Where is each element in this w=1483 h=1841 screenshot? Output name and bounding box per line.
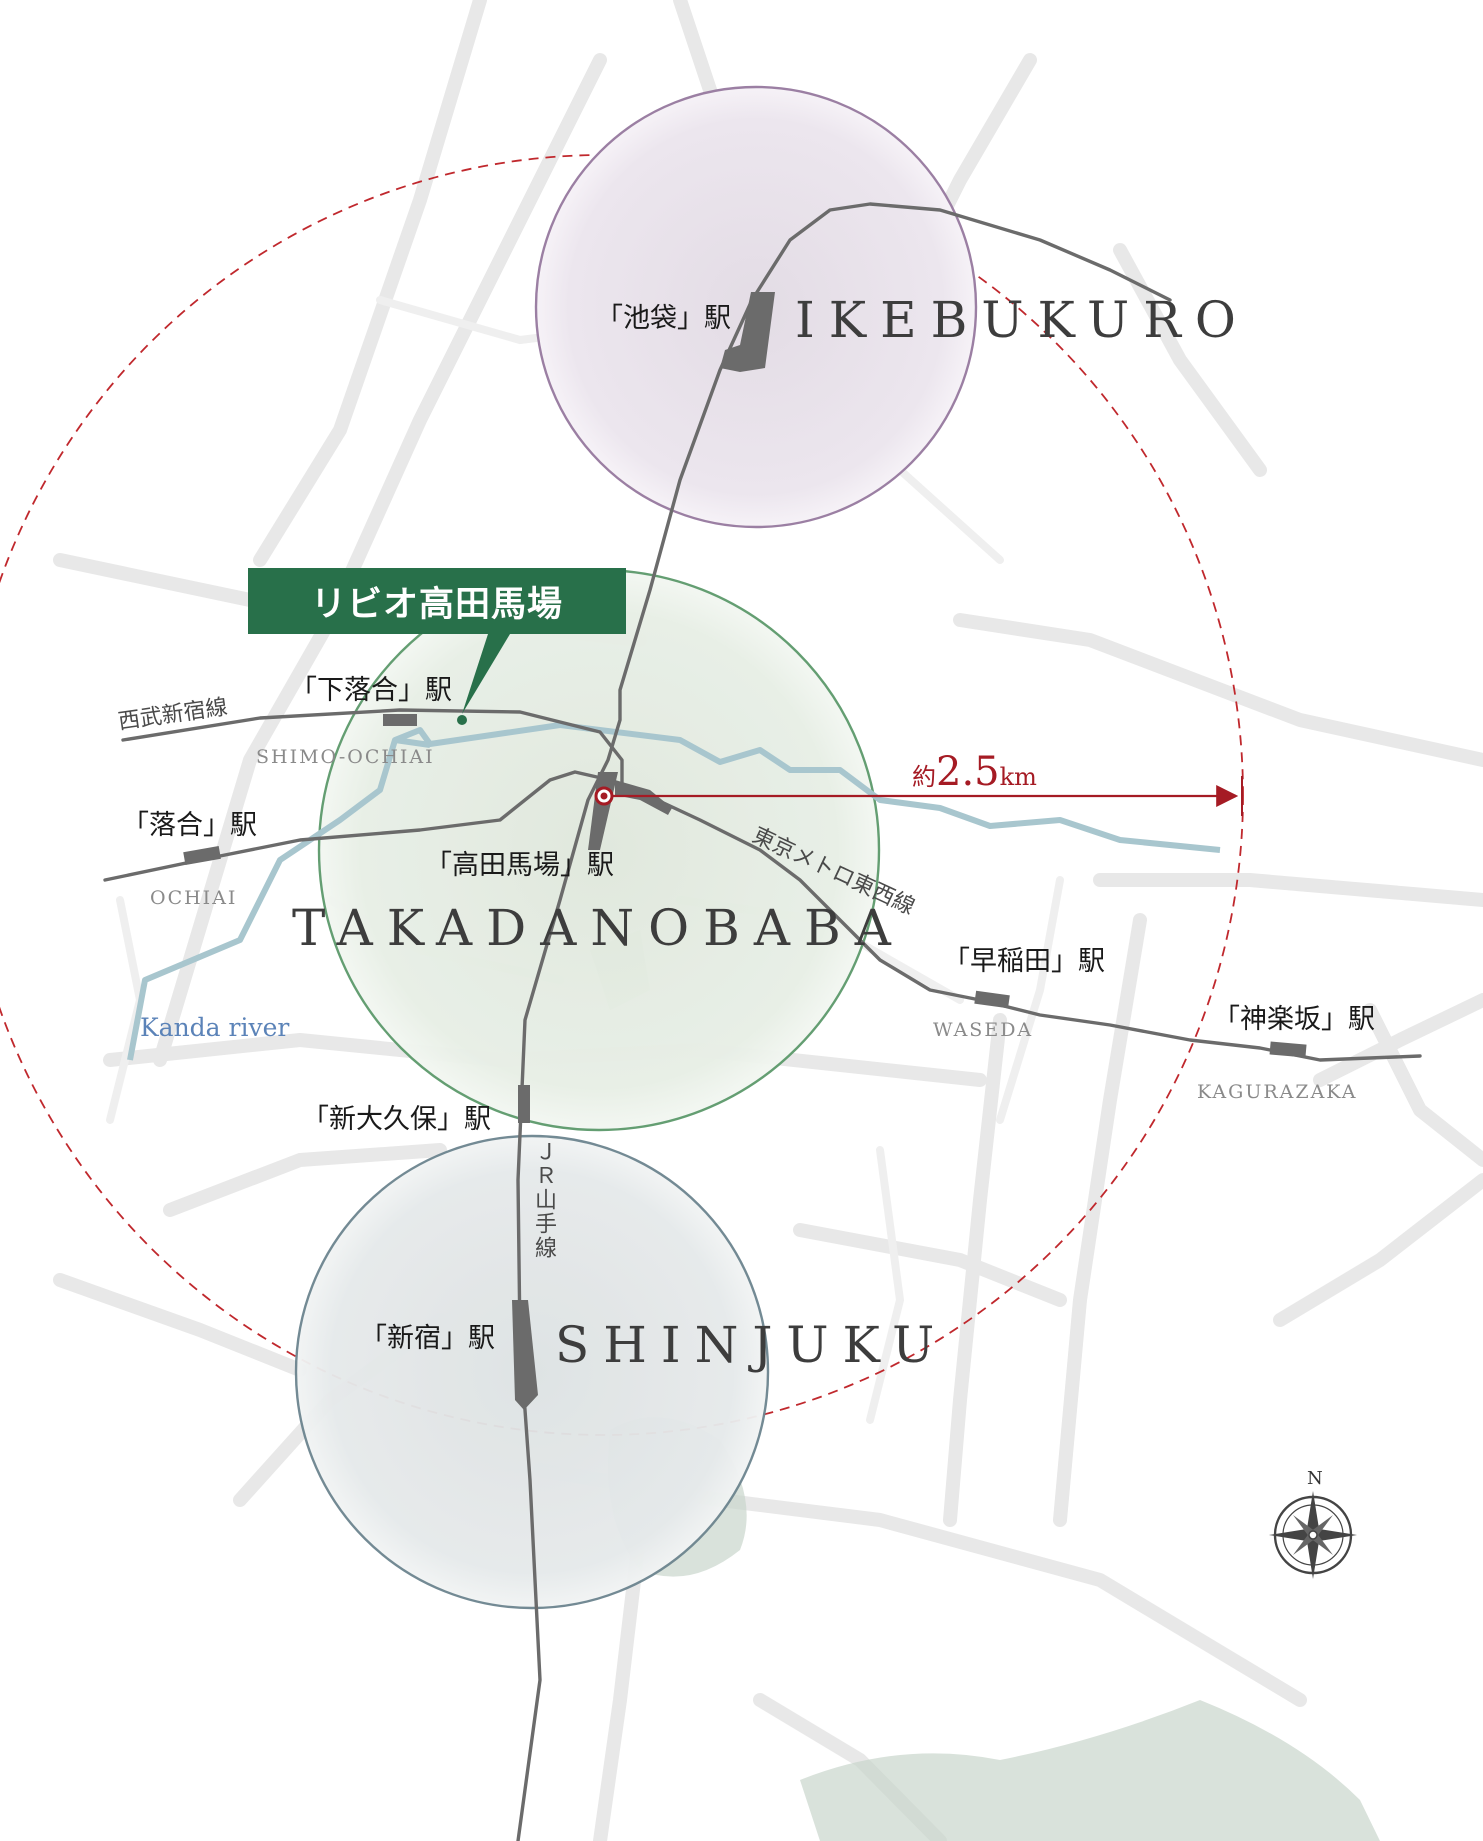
- distance-label: 約2.5km: [912, 752, 1037, 792]
- property-name-callout[interactable]: リビオ高田馬場: [248, 568, 626, 634]
- line-label-yamanote: ＪＲ山手線: [531, 1140, 556, 1260]
- shimo-ochiai-station-block: [383, 714, 417, 726]
- station-en-shimo-ochiai: SHIMO-OCHIAI: [256, 746, 435, 768]
- compass-north-label: N: [1307, 1468, 1323, 1489]
- waseda-station-block: [974, 990, 1010, 1009]
- distance-value: 2.5: [936, 749, 1000, 795]
- shin-okubo-station-block: [518, 1085, 530, 1123]
- river-label-kanda: Kanda river: [140, 1013, 290, 1042]
- shinjuku-station-block: [512, 1300, 538, 1410]
- station-en-waseda: WASEDA: [933, 1019, 1034, 1041]
- station-en-kagurazaka: KAGURAZAKA: [1197, 1081, 1358, 1103]
- distance-unit: km: [999, 763, 1037, 791]
- distance-prefix: 約: [912, 763, 936, 791]
- station-label-takadanobaba: 「高田馬場」駅: [425, 850, 614, 881]
- property-marker[interactable]: [457, 715, 467, 725]
- station-label-ikebukuro: 「池袋」駅: [596, 303, 731, 334]
- area-label-shinjuku: SHINJUKU: [555, 1316, 949, 1374]
- station-blocks: [183, 292, 1307, 1410]
- area-label-takadanobaba: TAKADANOBABA: [292, 899, 905, 957]
- jr-yamanote-line: [516, 202, 1172, 1841]
- tozai-takadanobaba-block: [615, 780, 672, 815]
- kagurazaka-station-block: [1269, 1041, 1307, 1058]
- station-label-ochiai: 「落合」駅: [122, 810, 257, 841]
- property-callout-pointer: [462, 634, 510, 714]
- ochiai-station-block: [183, 845, 221, 866]
- station-label-shinjuku: 「新宿」駅: [360, 1323, 495, 1354]
- ikebukuro-station-block: [720, 292, 775, 372]
- compass-icon: [1269, 1491, 1357, 1579]
- railway-lines: [103, 202, 1422, 1841]
- kanda-river-upper: [394, 737, 431, 748]
- ochiai-line: [103, 770, 1422, 1062]
- area-label-ikebukuro: IKEBUKURO: [795, 291, 1250, 349]
- station-label-shin-okubo: 「新大久保」駅: [302, 1104, 491, 1135]
- takadanobaba-center-dot: [600, 792, 608, 800]
- seibu-shinjuku-line: [121, 708, 624, 792]
- station-label-waseda: 「早稲田」駅: [943, 946, 1105, 977]
- kanda-river: [127, 722, 1221, 1061]
- station-label-shimo-ochiai: 「下落合」駅: [290, 675, 452, 706]
- station-en-ochiai: OCHIAI: [150, 887, 238, 909]
- station-label-kagurazaka: 「神楽坂」駅: [1213, 1004, 1375, 1035]
